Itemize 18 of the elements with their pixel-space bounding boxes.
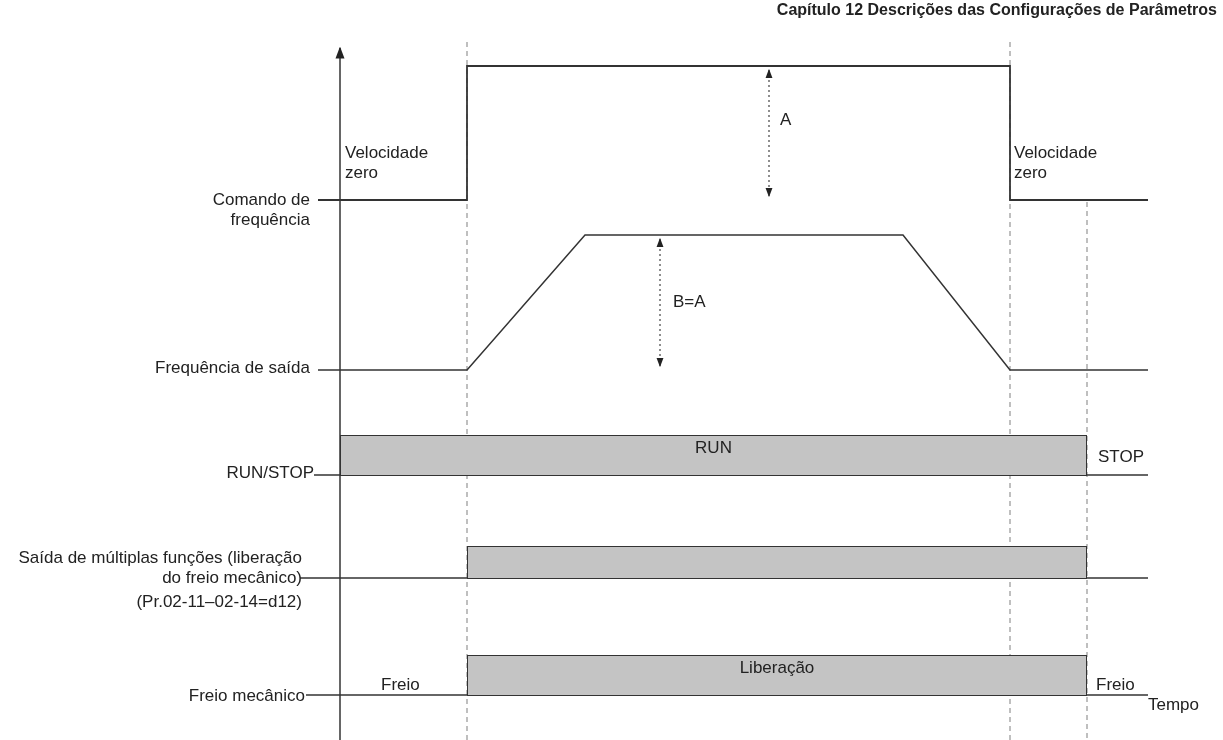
state-label: Freio — [381, 675, 420, 695]
axis-label: Tempo — [1148, 695, 1200, 715]
state-label: Velocidade zero — [1014, 143, 1099, 183]
page-heading: Capítulo 12 Descrições das Configurações de Parâmetros — [776, 0, 1217, 20]
signal-name: Comando de frequência — [211, 190, 310, 230]
dimension-label: A — [780, 110, 792, 130]
signal-name: RUN/STOP — [226, 463, 314, 483]
state-label: Velocidade zero — [345, 143, 430, 183]
run-bar: RUN — [340, 435, 1087, 476]
state-label: Freio — [1096, 675, 1135, 695]
release-bar: Liberação — [467, 655, 1087, 696]
signal-name: Freio mecânico — [188, 686, 305, 706]
signal-name: Frequência de saída — [154, 358, 310, 378]
parameter-note: (Pr.02-11–02-14=d12) — [136, 592, 302, 612]
signal-name: Saída de múltiplas funções (liberação do freio mecânico) — [17, 548, 302, 588]
state-label: STOP — [1098, 447, 1144, 467]
signal-bar — [467, 546, 1087, 579]
dimension-label: B=A — [673, 292, 706, 312]
